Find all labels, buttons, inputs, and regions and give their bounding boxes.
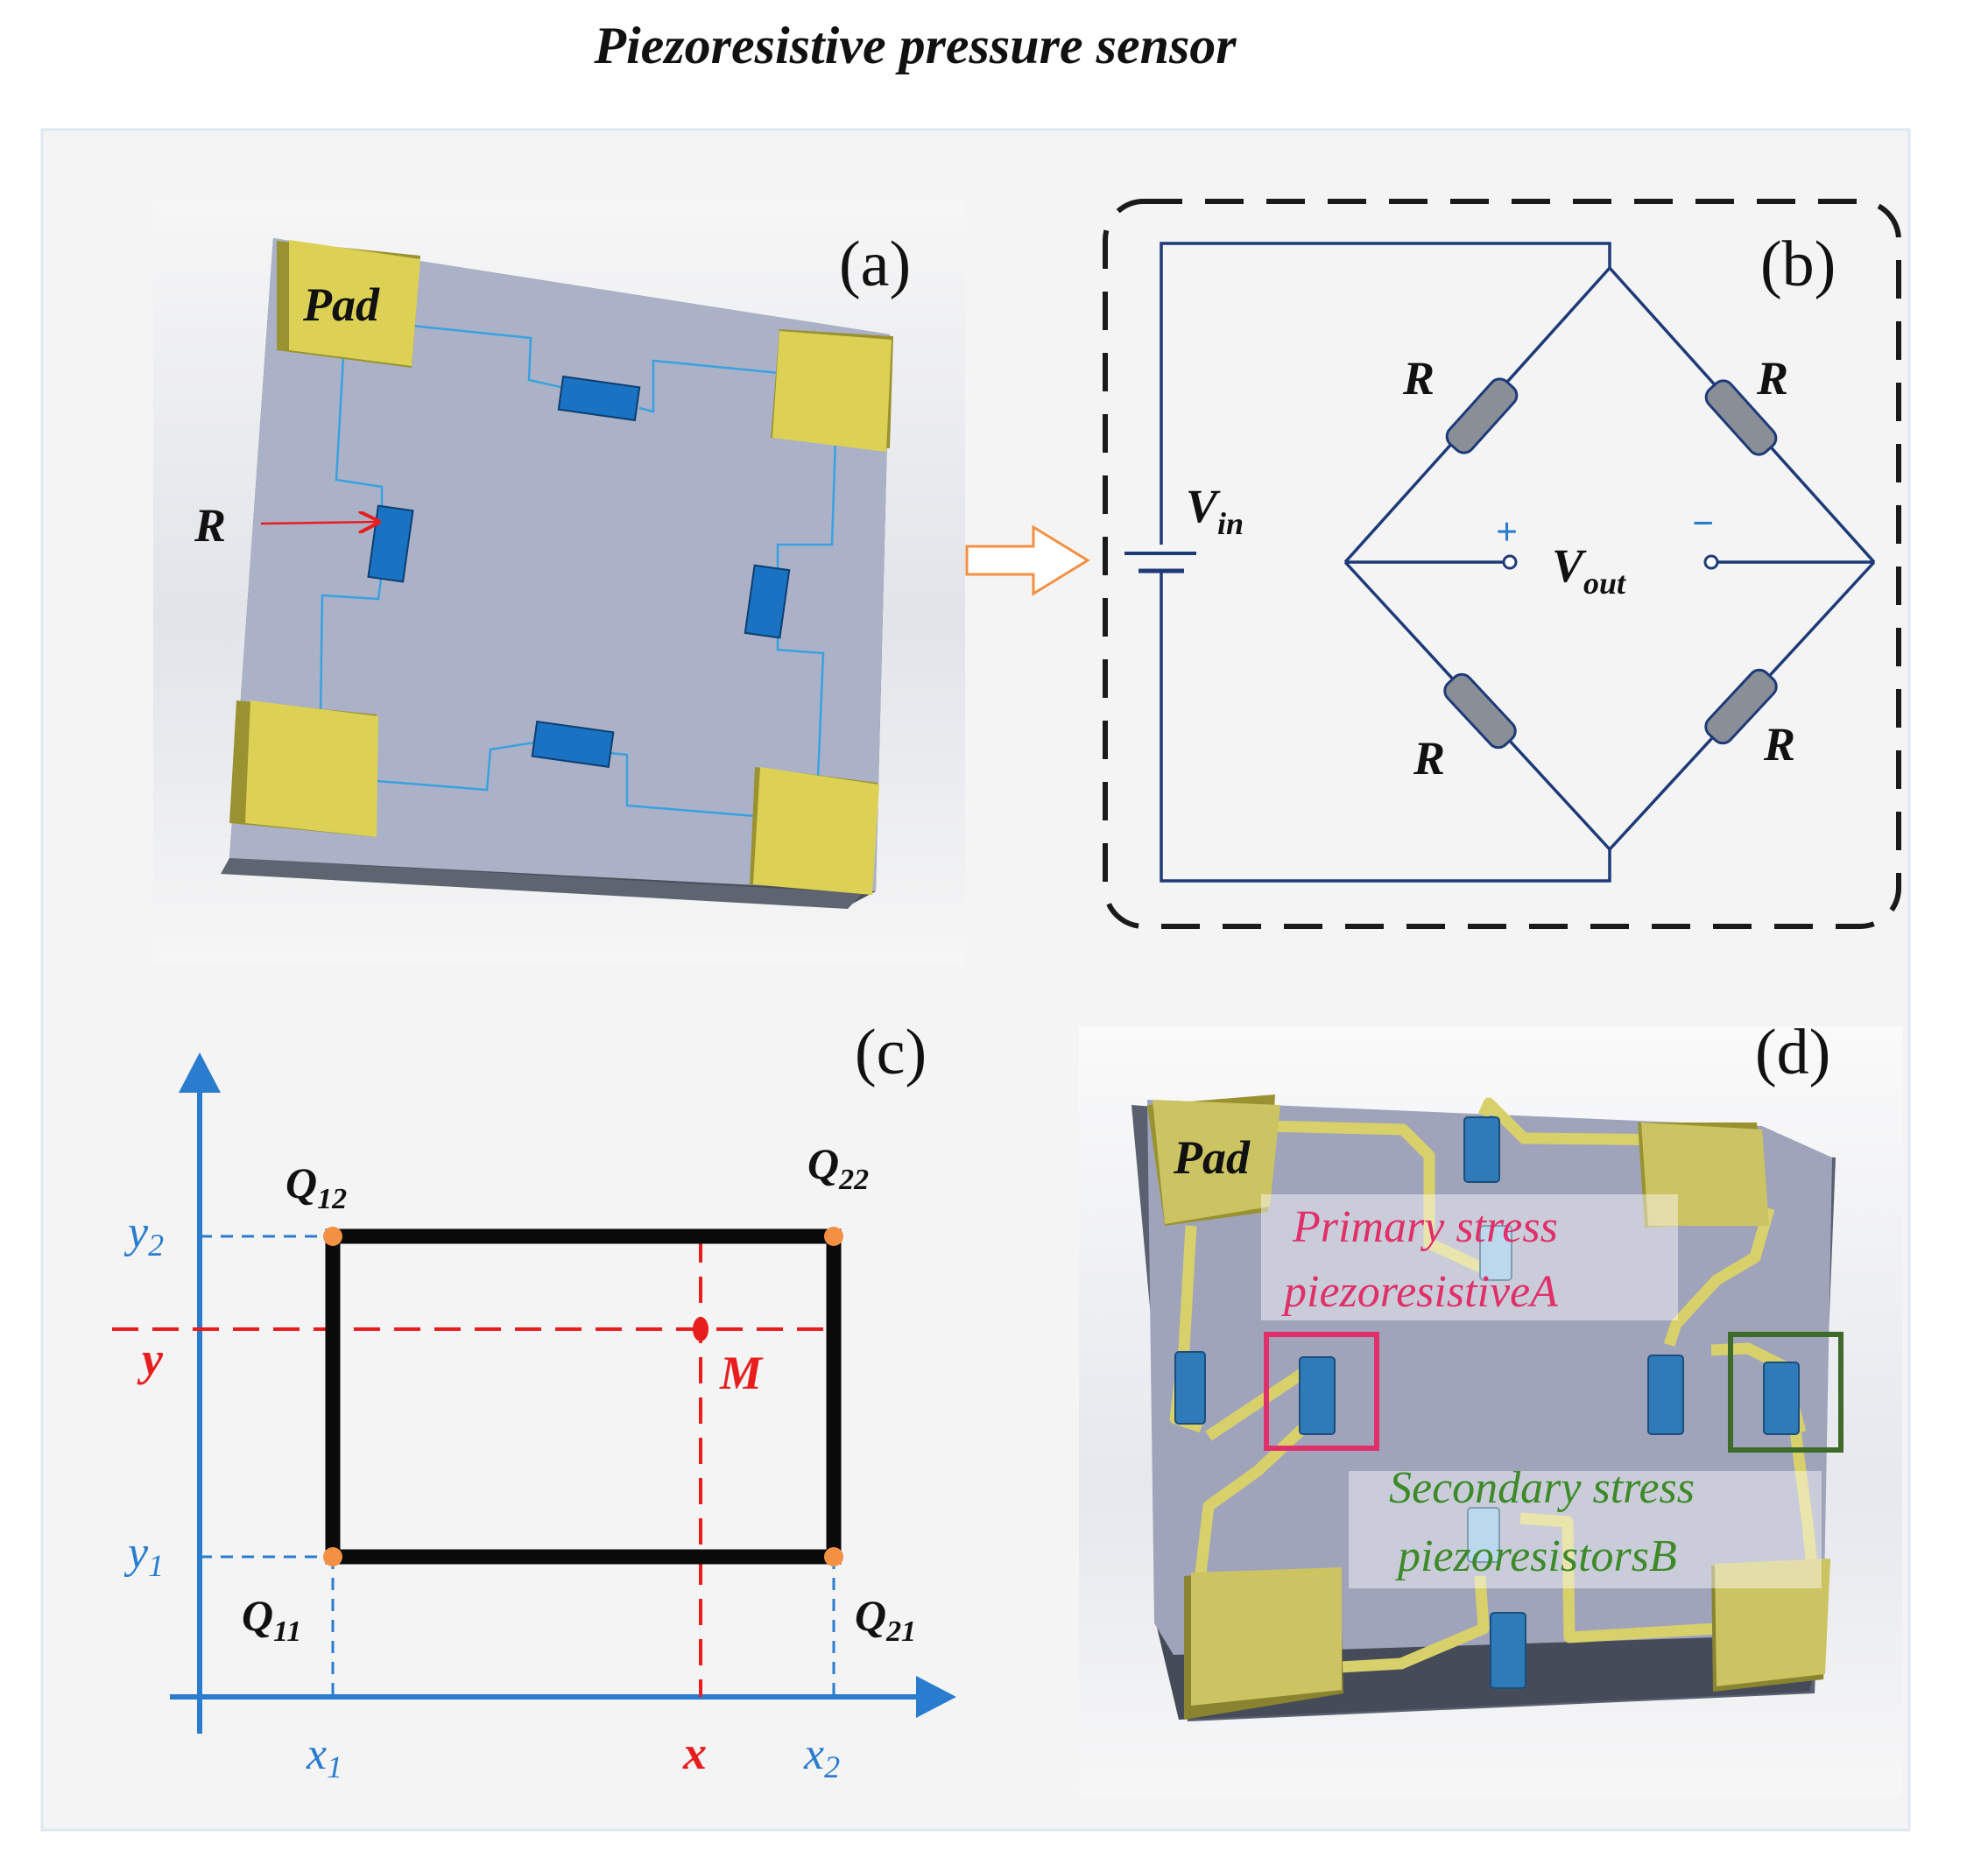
resistor-pointer-arrow xyxy=(260,522,378,524)
vout-minus-terminal xyxy=(1703,554,1719,570)
secondary-stress-line2: piezoresistorsB xyxy=(1394,1531,1677,1581)
panel-a-pads xyxy=(229,240,893,895)
resistor-a-bottom xyxy=(531,720,615,769)
resistor-d-top-lower xyxy=(1479,1225,1512,1281)
primary-stress-line1: Primary stress xyxy=(1292,1202,1558,1252)
pad-d-top-left xyxy=(1153,1100,1280,1224)
blue-guides xyxy=(200,1235,835,1697)
resistor-d-right-outer xyxy=(1763,1362,1800,1435)
resistor-a-top xyxy=(557,375,641,422)
panel-d-label: (d) xyxy=(1755,1017,1830,1088)
pad-top-left xyxy=(289,240,420,366)
figure-title: Piezoresistive pressure sensor xyxy=(594,17,1237,74)
resistor-d-bottom xyxy=(1490,1612,1526,1689)
bridge-resistor-top-right xyxy=(1704,379,1778,456)
chip-substrate xyxy=(229,238,890,891)
panel-a-traces xyxy=(319,324,837,818)
label-y2: y2 xyxy=(123,1207,164,1263)
resistor-d-top xyxy=(1463,1116,1500,1183)
vout-plus-terminal xyxy=(1502,554,1518,570)
label-y1: y1 xyxy=(123,1528,164,1583)
panel-a-pad-label: Pad xyxy=(302,278,380,331)
pad-bottom-right xyxy=(753,767,879,895)
vout-plus-sign: + xyxy=(1496,510,1518,553)
corner-q12 xyxy=(323,1227,342,1246)
chip-bottom-face xyxy=(221,858,863,909)
resistor-d-bottom-upper xyxy=(1467,1507,1500,1563)
resistor-d-left-outer xyxy=(1174,1351,1206,1425)
primary-highlight-box xyxy=(1264,1332,1379,1451)
corner-q11 xyxy=(323,1547,342,1566)
label-m: M xyxy=(719,1347,764,1399)
pad-d-bottom-left xyxy=(1191,1567,1342,1706)
resistor-label-top-left: R xyxy=(1402,352,1435,405)
vout-minus-sign: − xyxy=(1692,502,1714,545)
pad-d-bottom-right xyxy=(1715,1559,1830,1686)
panel-b: + − R R R R Vin Vout (b) xyxy=(1103,199,1901,929)
label-q22: Q22 xyxy=(807,1139,869,1196)
panel-c: Q12 Q22 Q11 Q21 y2 y y1 x1 x x2 M (c) xyxy=(112,1017,956,1784)
point-m xyxy=(693,1317,708,1341)
panel-a-resistor-label: R xyxy=(194,499,226,552)
pad-top-right xyxy=(772,331,892,452)
secondary-label-backdrop xyxy=(1349,1471,1822,1588)
resistor-label-bottom-right: R xyxy=(1763,718,1795,771)
corner-q22 xyxy=(824,1227,843,1246)
red-guides xyxy=(112,1236,834,1697)
resistor-d-left-inner xyxy=(1299,1356,1336,1435)
y-axis-arrowhead xyxy=(179,1052,221,1093)
resistor-label-bottom-left: R xyxy=(1413,732,1445,785)
label-q11: Q11 xyxy=(242,1591,301,1648)
corner-q21 xyxy=(824,1547,843,1566)
label-x2: x2 xyxy=(803,1729,840,1784)
x-axis-arrowhead xyxy=(916,1676,956,1718)
battery-symbol xyxy=(1124,552,1196,574)
vin-label: Vin xyxy=(1186,480,1244,541)
panel-d: Pad Primary stress piezoresistiveA Secon… xyxy=(1079,1017,1902,1797)
bridge-resistor-bottom-left xyxy=(1443,672,1517,750)
vout-label: Vout xyxy=(1552,539,1626,601)
panel-d-traces xyxy=(1169,1097,1819,1673)
label-q12: Q12 xyxy=(286,1158,347,1215)
panel-d-pad-label: Pad xyxy=(1173,1131,1251,1184)
panel-c-label: (c) xyxy=(855,1017,927,1088)
arrow-a-to-b xyxy=(965,524,1090,596)
primary-label-backdrop xyxy=(1261,1194,1678,1320)
interpolation-rectangle xyxy=(325,1228,842,1565)
bridge-resistor-bottom-right xyxy=(1704,668,1778,745)
label-x: x xyxy=(682,1727,707,1779)
panel-d-pads xyxy=(1147,1094,1830,1720)
bridge-resistors xyxy=(1443,377,1778,750)
label-x1: x1 xyxy=(306,1729,342,1784)
bridge-resistor-top-left xyxy=(1445,377,1519,454)
panel-b-dashed-frame xyxy=(1103,199,1901,929)
panel-a: Pad R (a) xyxy=(153,200,965,966)
chip-d-top xyxy=(1147,1100,1832,1655)
pad-bottom-left xyxy=(245,700,378,837)
resistor-a-right xyxy=(744,564,791,639)
pad-d-top-right xyxy=(1641,1123,1769,1226)
panel-d-resistors xyxy=(1174,1116,1800,1689)
secondary-highlight-box xyxy=(1728,1332,1843,1453)
axes xyxy=(170,1086,923,1734)
primary-stress-line2: piezoresistiveA xyxy=(1280,1267,1558,1317)
resistor-label-top-right: R xyxy=(1756,352,1788,405)
label-y: y xyxy=(137,1333,164,1385)
secondary-stress-line1: Secondary stress xyxy=(1389,1463,1695,1513)
resistor-d-right-inner xyxy=(1647,1355,1684,1435)
label-q21: Q21 xyxy=(855,1591,916,1648)
panel-b-label: (b) xyxy=(1760,229,1836,300)
panel-a-label: (a) xyxy=(839,229,911,300)
